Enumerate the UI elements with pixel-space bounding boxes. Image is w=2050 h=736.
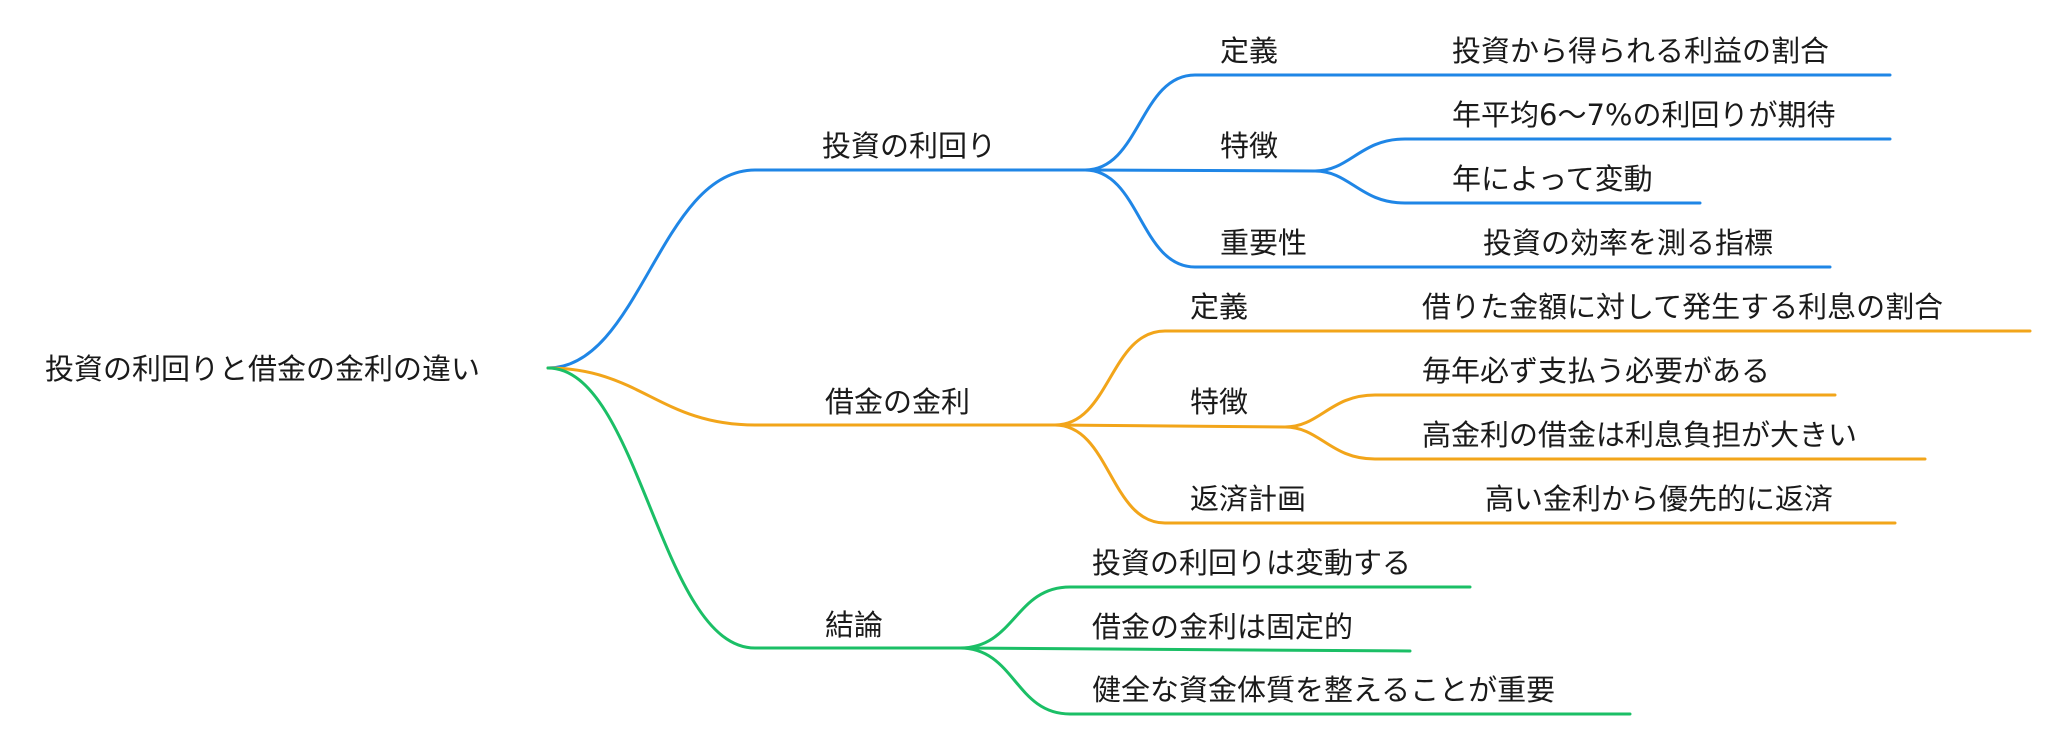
connector-b2-to-features (1053, 423, 1287, 429)
connector-b3-to-item-3 (958, 646, 1632, 716)
b2-features-detail-1[interactable]: 毎年必ず支払う必要がある (1422, 354, 1771, 388)
b3-item-2[interactable]: 借金の金利は固定的 (1092, 610, 1354, 644)
connector-b3-to-item-2 (958, 646, 1412, 653)
connector-root-to-branch-3 (546, 366, 962, 650)
b1-features-detail-1[interactable]: 年平均6〜7%の利回りが期待 (1452, 98, 1836, 132)
b1-features-detail-2[interactable]: 年によって変動 (1452, 162, 1653, 196)
connector-b1-to-definition (1083, 73, 1892, 172)
connector-b3-to-item-1 (958, 585, 1472, 650)
b2-plan-label[interactable]: 返済計画 (1190, 482, 1307, 516)
b1-features-label[interactable]: 特徴 (1220, 129, 1279, 163)
connector-b2-features-to-item-1 (1283, 393, 1837, 429)
b2-plan-detail[interactable]: 高い金利から優先的に返済 (1485, 482, 1834, 516)
connector-b1-to-importance (1083, 168, 1832, 269)
b2-definition-label[interactable]: 定義 (1190, 290, 1249, 324)
b1-definition-detail[interactable]: 投資から得られる利益の割合 (1452, 34, 1830, 68)
connector-root-to-branch-1 (546, 168, 1087, 370)
root-topic[interactable]: 投資の利回りと借金の金利の違い (45, 352, 481, 386)
connector-b2-features-to-item-2 (1283, 425, 1927, 461)
connector-b1-to-features (1083, 168, 1317, 173)
b2-features-label[interactable]: 特徴 (1190, 385, 1249, 419)
b1-importance-label[interactable]: 重要性 (1220, 226, 1308, 260)
b2-definition-detail[interactable]: 借りた金額に対して発生する利息の割合 (1422, 290, 1944, 324)
connector-b2-to-plan (1053, 423, 1897, 525)
b3-item-1[interactable]: 投資の利回りは変動する (1092, 546, 1412, 580)
branch-conclusion[interactable]: 結論 (825, 608, 884, 642)
connector-root-to-branch-2 (546, 366, 1057, 427)
branch-investment-yield[interactable]: 投資の利回り (822, 129, 997, 163)
branch-loan-interest[interactable]: 借金の金利 (825, 385, 971, 419)
b2-features-detail-2[interactable]: 高金利の借金は利息負担が大きい (1422, 418, 1858, 452)
b3-item-3[interactable]: 健全な資金体質を整えることが重要 (1092, 673, 1556, 707)
connector-b1-features-to-item-2 (1313, 169, 1702, 205)
b1-definition-label[interactable]: 定義 (1220, 34, 1279, 68)
connector-b1-features-to-item-1 (1313, 137, 1892, 173)
b1-importance-detail[interactable]: 投資の効率を測る指標 (1483, 226, 1774, 260)
connector-b2-to-definition (1053, 329, 2032, 427)
